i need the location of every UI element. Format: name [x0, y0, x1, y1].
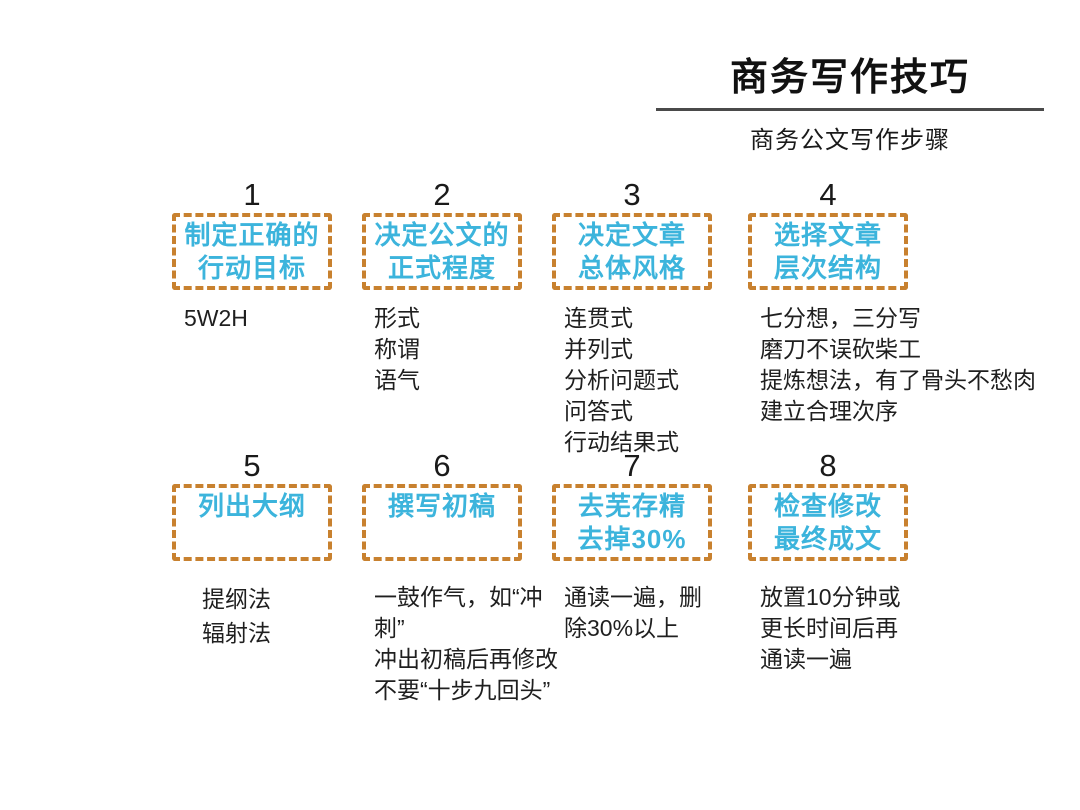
step-8-desc: 放置10分钟或 更长时间后再 通读一遍	[760, 584, 901, 672]
step-1-desc: 5W2H	[184, 305, 248, 331]
step-5: 5 列出大纲 提纲法 辐射法	[172, 447, 360, 650]
title-divider	[656, 108, 1044, 111]
step-1-number: 1	[243, 177, 261, 212]
step-2-number: 2	[433, 177, 451, 212]
header: 商务写作技巧 商务公文写作步骤	[656, 55, 1044, 155]
step-7-number: 7	[623, 448, 641, 483]
step-3-desc: 连贯式 并列式 分析问题式 问答式 行动结果式	[564, 305, 679, 455]
page-title: 商务写作技巧	[729, 57, 970, 99]
step-6-number: 6	[433, 448, 451, 483]
step-7-box: 去芜存精 去掉30%	[552, 484, 712, 561]
step-3: 3 决定文章 总体风格 连贯式 并列式 分析问题式 问答式 行动结果式	[552, 176, 740, 458]
step-2-desc: 形式 称谓 语气	[374, 305, 420, 393]
step-8: 8 检查修改 最终成文 放置10分钟或 更长时间后再 通读一遍	[748, 447, 936, 675]
step-4-box: 选择文章 层次结构	[748, 213, 908, 290]
step-5-number: 5	[243, 448, 261, 483]
step-7-desc: 通读一遍，删 除30%以上	[564, 584, 702, 641]
step-8-box: 检查修改 最终成文	[748, 484, 908, 561]
step-2-box: 决定公文的 正式程度	[362, 213, 522, 290]
step-3-number: 3	[623, 177, 641, 212]
step-5-box: 列出大纲	[172, 484, 332, 561]
step-3-box: 决定文章 总体风格	[552, 213, 712, 290]
step-8-number: 8	[819, 448, 837, 483]
step-6-box: 撰写初稿	[362, 484, 522, 561]
step-6-desc: 一鼓作气，如“冲 刺” 冲出初稿后再修改 不要“十步九回头”	[374, 584, 558, 703]
step-6: 6 撰写初稿 一鼓作气，如“冲 刺” 冲出初稿后再修改 不要“十步九回头”	[362, 447, 558, 706]
step-4-desc: 七分想，三分写 磨刀不误砍柴工 提炼想法，有了骨头不愁肉 建立合理次序	[760, 305, 1036, 424]
step-7: 7 去芜存精 去掉30% 通读一遍，删 除30%以上	[552, 447, 740, 644]
step-1: 1 制定正确的 行动目标 5W2H	[172, 176, 360, 334]
step-1-box: 制定正确的 行动目标	[172, 213, 332, 290]
step-4-number: 4	[819, 177, 837, 212]
step-5-desc: 提纲法 辐射法	[202, 586, 271, 646]
page-subtitle: 商务公文写作步骤	[750, 127, 950, 154]
step-2: 2 决定公文的 正式程度 形式 称谓 语气	[362, 176, 550, 396]
step-4: 4 选择文章 层次结构 七分想，三分写 磨刀不误砍柴工 提炼想法，有了骨头不愁肉…	[748, 176, 1036, 427]
